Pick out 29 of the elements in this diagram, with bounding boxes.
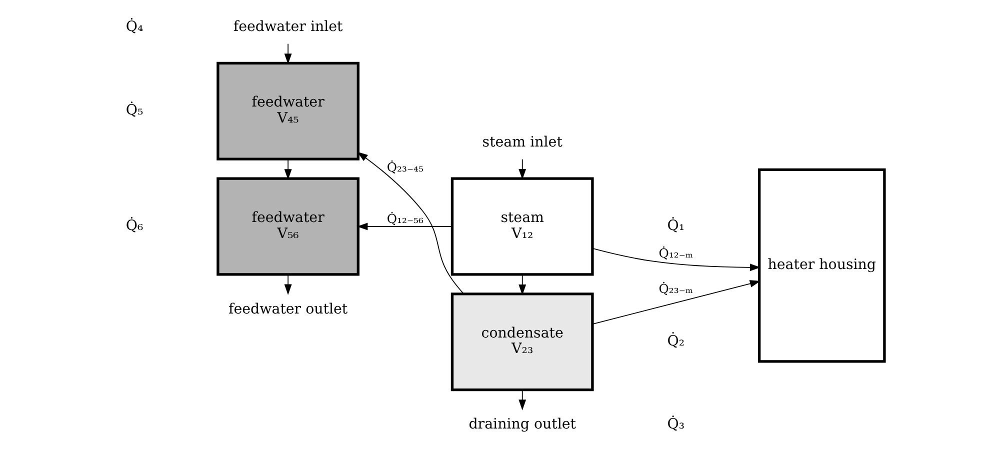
node-text: feedwater inlet xyxy=(232,19,342,36)
node-text: feedwater outlet xyxy=(228,301,348,318)
arrow xyxy=(284,43,292,64)
arrow xyxy=(284,274,292,295)
arrow xyxy=(518,158,526,180)
node-box: steam V₁₂ xyxy=(450,177,594,276)
edge-label: Q̇₂₃₋ₘ xyxy=(658,281,693,296)
label: Q̇₆ xyxy=(125,218,143,234)
node-text: draining outlet xyxy=(468,416,576,433)
arrow xyxy=(356,222,452,230)
node-box: feedwater V₄₅ xyxy=(216,62,359,160)
label: Q̇₄ xyxy=(125,19,143,36)
arrow xyxy=(592,248,760,272)
node-box: feedwater V₅₆ xyxy=(216,177,359,276)
arrow xyxy=(592,280,760,325)
label: Q̇₂ xyxy=(666,333,684,350)
node-box: condensate V₂₃ xyxy=(450,292,594,392)
node-box: heater housing xyxy=(757,168,886,363)
edge-label: Q̇₂₃₋₄₅ xyxy=(386,160,424,175)
arrow xyxy=(518,389,526,410)
edge-label: Q̇₁₂₋ₘ xyxy=(658,246,693,261)
label: Q̇₃ xyxy=(666,416,684,433)
label: Q̇₅ xyxy=(125,102,143,118)
edge-label: Q̇₁₂₋₅₆ xyxy=(386,211,424,226)
node-text: steam inlet xyxy=(482,134,562,150)
label: Q̇₁ xyxy=(666,218,684,234)
arrow xyxy=(356,152,464,294)
arrow xyxy=(284,158,292,180)
arrow xyxy=(518,274,526,296)
